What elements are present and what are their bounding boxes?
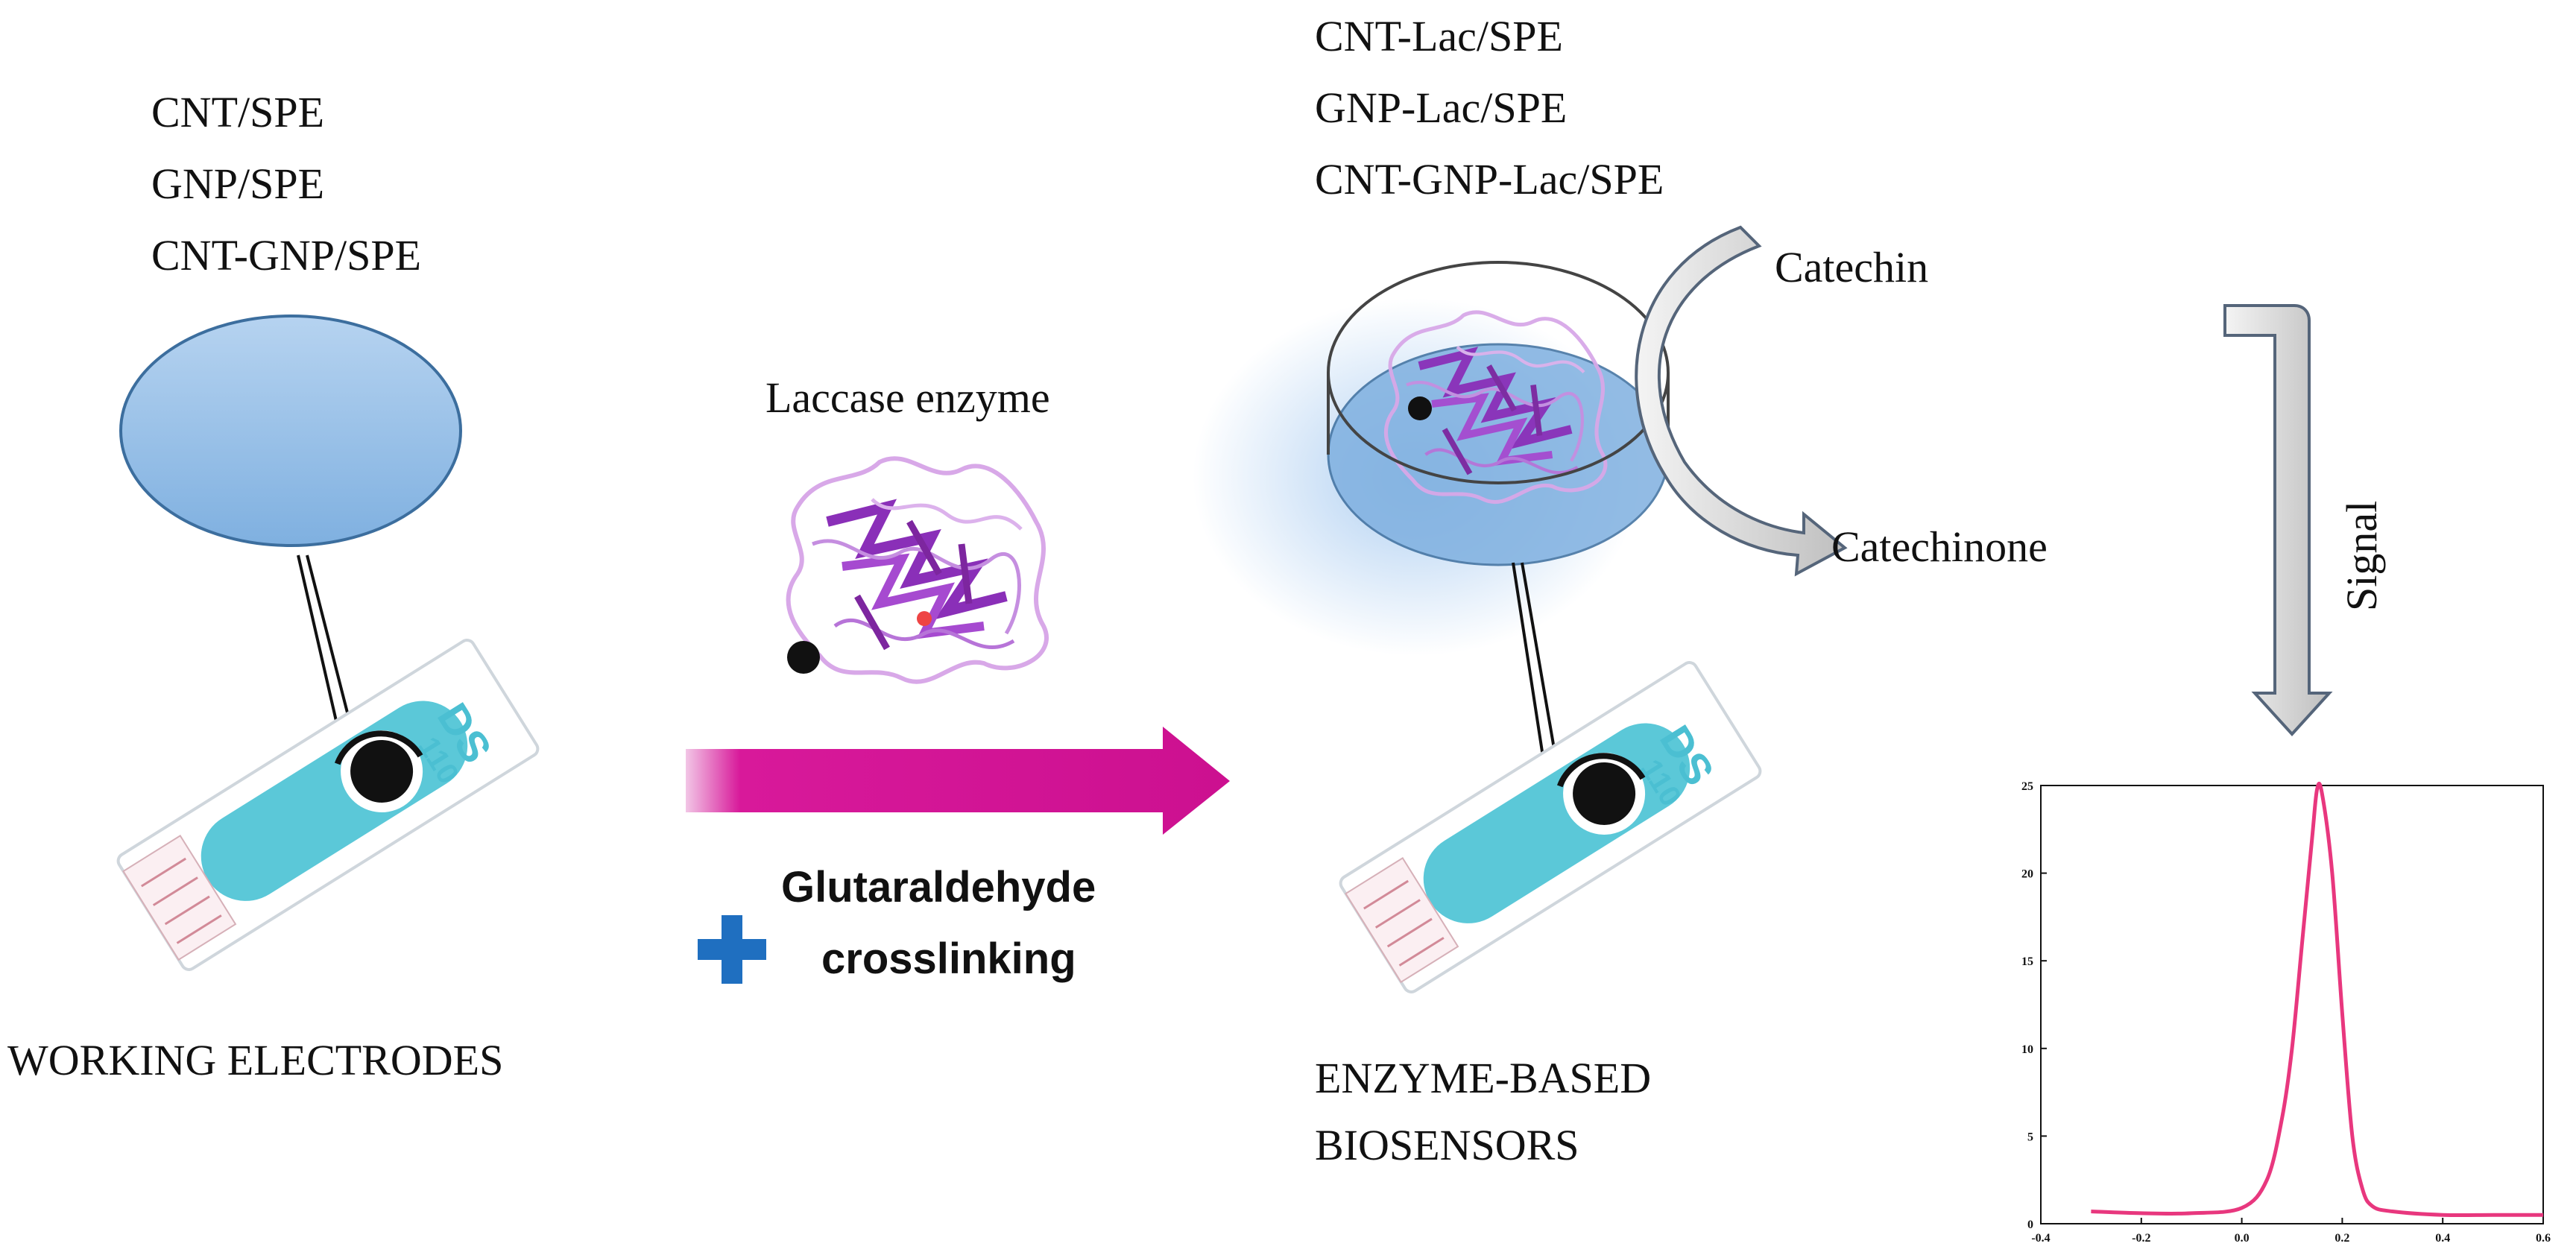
y-tick-label: 10 (2021, 1043, 2033, 1056)
x-tick-label: 0.0 (2235, 1232, 2250, 1245)
enzyme-label: Laccase enzyme (765, 373, 1050, 422)
biosensor-caption-line2: BIOSENSORS (1315, 1121, 1579, 1169)
enzyme-biosensor: DS 110 (1193, 261, 1762, 993)
working-electrodes-caption: WORKING ELECTRODES (7, 1036, 504, 1084)
chart-series-line (2091, 781, 2543, 1218)
x-tick-label: -0.2 (2132, 1232, 2150, 1245)
electrode-label: GNP/SPE (151, 159, 325, 208)
plus-icon (698, 915, 766, 984)
electrode-label: CNT/SPE (151, 88, 325, 136)
working-electrode-list: CNT/SPE GNP/SPE CNT-GNP/SPE (151, 91, 421, 306)
y-tick-label: 5 (2027, 1131, 2033, 1143)
y-tick-label: 15 (2021, 955, 2033, 968)
biosensor-list: CNT-Lac/SPE GNP-Lac/SPE CNT-GNP-Lac/SPE (1315, 15, 1664, 230)
y-tick-label: 0 (2027, 1219, 2033, 1231)
crosslinking-label-line2: crosslinking (821, 935, 1076, 983)
x-tick-label: 0.6 (2536, 1232, 2551, 1245)
working-electrode: DS 110 (116, 314, 540, 971)
y-tick-label: 25 (2021, 780, 2033, 793)
biosensor-caption-line1: ENZYME-BASED (1315, 1054, 1652, 1102)
electrode-disc (119, 314, 462, 547)
chart-frame (2040, 785, 2544, 1224)
laccase-enzyme-structure (787, 458, 1046, 682)
substrate-label: Catechin (1775, 243, 1929, 291)
x-tick-label: 0.2 (2334, 1232, 2349, 1245)
crosslinking-label-line1: Glutaraldehyde (781, 863, 1096, 911)
biosensor-dot (1408, 396, 1432, 420)
biosensor-label: CNT-GNP-Lac/SPE (1315, 155, 1664, 203)
screen-printed-electrode-strip (116, 639, 540, 971)
signal-arrow (2223, 304, 2333, 736)
reaction-arrow (686, 727, 1230, 835)
screen-printed-electrode-strip (1339, 661, 1762, 993)
biosensor-label: CNT-Lac/SPE (1315, 12, 1563, 60)
signal-label: Signal (2337, 500, 2386, 611)
catechin-conversion-arrow (1635, 225, 1848, 577)
electrode-label: CNT-GNP/SPE (151, 231, 422, 279)
x-tick-label: 0.4 (2435, 1232, 2450, 1245)
voltammogram-chart: -0.4 -0.2 0.0 0.2 0.4 0.6 0 5 10 15 20 25 (2021, 780, 2551, 1245)
product-label: Catechinone (1831, 522, 2048, 571)
y-tick-label: 20 (2021, 868, 2033, 881)
x-tick-label: -0.4 (2031, 1232, 2050, 1245)
biosensor-label: GNP-Lac/SPE (1315, 83, 1568, 132)
